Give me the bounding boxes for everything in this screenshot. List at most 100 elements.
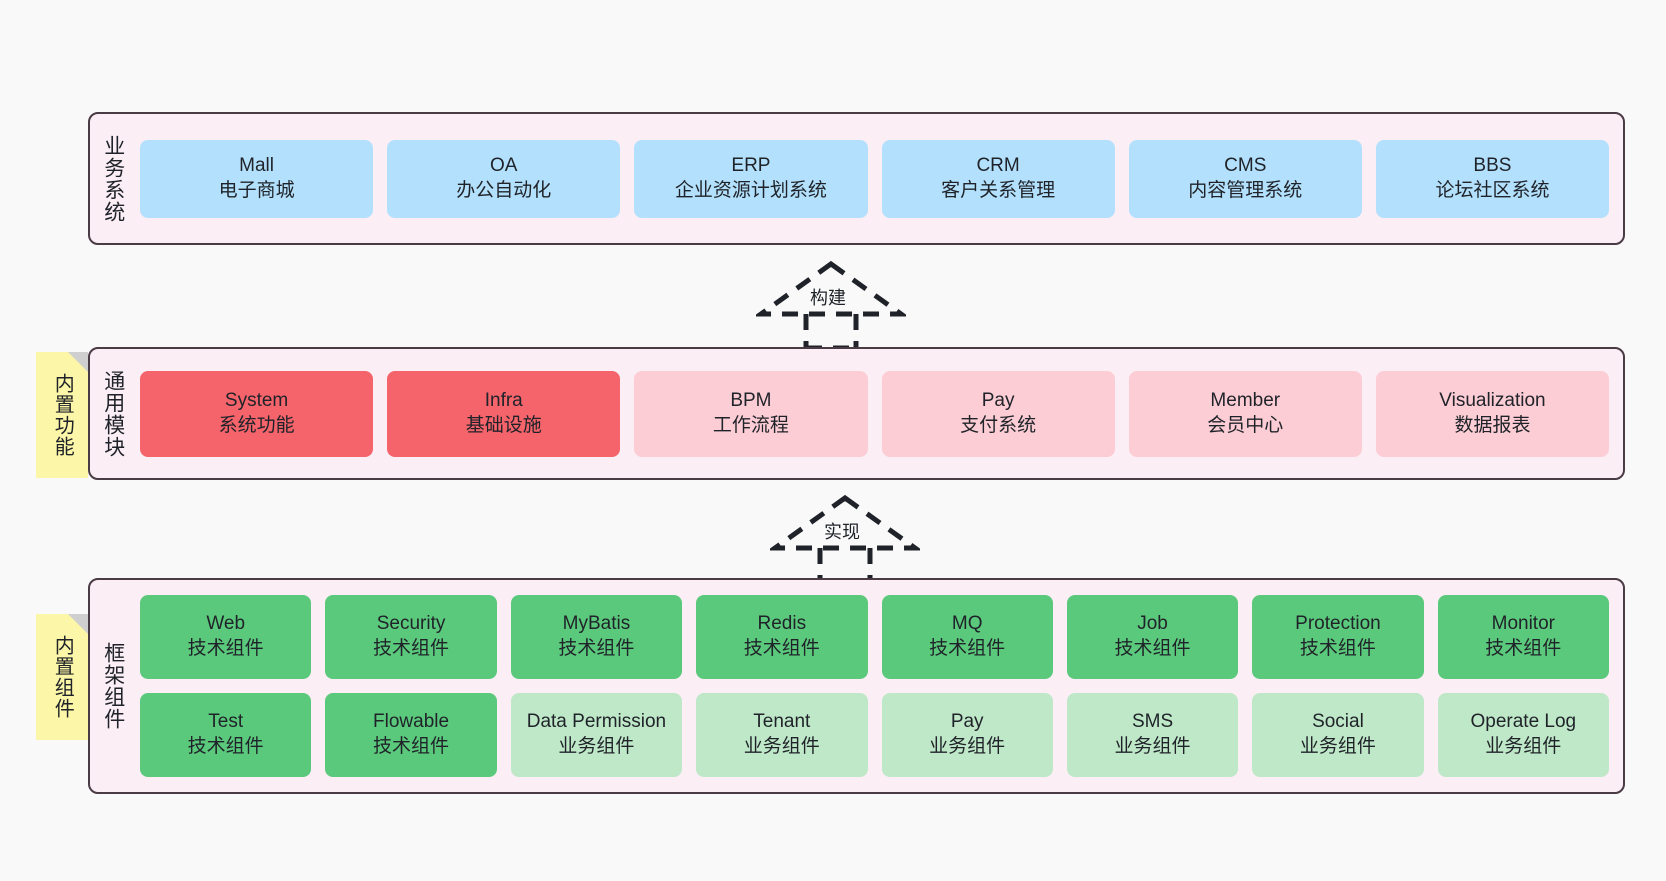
- card-subtitle: 内容管理系统: [1188, 179, 1303, 201]
- business-card-bbs[interactable]: BBS 论坛社区系统: [1375, 139, 1610, 218]
- module-card-visualization[interactable]: Visualization 数据报表: [1375, 370, 1610, 457]
- framework-card-monitor[interactable]: Monitor 技术组件: [1437, 595, 1609, 679]
- framework-card-mq[interactable]: MQ 技术组件: [881, 595, 1053, 679]
- card-title: Data Permission: [526, 711, 667, 733]
- card-subtitle: 工作流程: [712, 414, 789, 436]
- framework-card-sms[interactable]: SMS 业务组件: [1066, 693, 1239, 777]
- card-subtitle: 技术组件: [1299, 638, 1376, 659]
- connector-implement-label: 实现: [822, 518, 862, 544]
- module-card-system[interactable]: System 系统功能: [140, 370, 374, 457]
- card-title: ERP: [731, 154, 771, 176]
- framework-card-security[interactable]: Security 技术组件: [325, 595, 497, 679]
- card-subtitle: 办公自动化: [456, 179, 552, 201]
- framework-card-pay[interactable]: Pay 业务组件: [881, 693, 1053, 777]
- card-title: Member: [1210, 389, 1281, 411]
- card-subtitle: 论坛社区系统: [1435, 179, 1550, 201]
- note-builtin-function: 内置功能: [36, 352, 88, 478]
- card-subtitle: 技术组件: [373, 736, 450, 757]
- card-subtitle: 支付系统: [960, 414, 1037, 436]
- card-title: Pay: [950, 711, 984, 733]
- card-subtitle: 业务组件: [1485, 736, 1562, 757]
- note-builtin-function-label: 内置功能: [51, 373, 74, 457]
- framework-component-cards: Web 技术组件 Security 技术组件 MyBatis 技术组件 Redi…: [136, 580, 1623, 792]
- card-subtitle: 客户关系管理: [941, 179, 1056, 201]
- note-fold-icon: [68, 352, 88, 372]
- card-subtitle: 业务组件: [558, 736, 635, 757]
- framework-card-flowable[interactable]: Flowable 技术组件: [325, 693, 497, 777]
- card-title: CMS: [1224, 154, 1267, 176]
- framework-card-web[interactable]: Web 技术组件: [140, 595, 312, 679]
- common-module-layer-label: 通用模块: [101, 369, 125, 458]
- module-card-bpm[interactable]: BPM 工作流程: [634, 370, 868, 457]
- business-card-oa[interactable]: OA 办公自动化: [387, 139, 621, 218]
- card-title: Protection: [1295, 613, 1381, 635]
- business-system-cards: Mall 电子商城 OA 办公自动化 ERP 企业资源计划系统 CRM 客户关系…: [136, 114, 1623, 243]
- card-title: SMS: [1131, 711, 1174, 733]
- card-title: Mall: [239, 154, 274, 176]
- card-subtitle: 技术组件: [1485, 638, 1562, 659]
- business-card-crm[interactable]: CRM 客户关系管理: [881, 139, 1115, 218]
- card-title: Monitor: [1491, 613, 1555, 635]
- card-subtitle: 技术组件: [743, 638, 820, 659]
- module-card-pay[interactable]: Pay 支付系统: [881, 370, 1115, 457]
- card-subtitle: 技术组件: [929, 638, 1006, 659]
- card-title: Tenant: [753, 711, 811, 733]
- business-card-cms[interactable]: CMS 内容管理系统: [1128, 139, 1362, 218]
- common-module-layer: 通用模块 System 系统功能 Infra 基础设施 BPM 工作流程 Pay…: [88, 347, 1625, 480]
- note-fold-icon: [68, 614, 88, 634]
- business-system-layer-label: 业务系统: [101, 134, 125, 223]
- framework-card-data-permission[interactable]: Data Permission 业务组件: [510, 693, 683, 777]
- card-title: Web: [206, 613, 246, 635]
- card-title: CRM: [976, 154, 1020, 176]
- framework-row-tech: Web 技术组件 Security 技术组件 MyBatis 技术组件 Redi…: [140, 595, 1609, 679]
- business-card-mall[interactable]: Mall 电子商城: [140, 139, 374, 218]
- connector-implement: 实现: [767, 492, 923, 585]
- framework-card-test[interactable]: Test 技术组件: [140, 693, 312, 777]
- card-title: Operate Log: [1470, 711, 1577, 733]
- card-title: Test: [208, 711, 244, 733]
- business-system-layer: 业务系统 Mall 电子商城 OA 办公自动化 ERP 企业资源计划系统 CRM…: [88, 112, 1625, 245]
- framework-card-mybatis[interactable]: MyBatis 技术组件: [510, 595, 683, 679]
- framework-card-protection[interactable]: Protection 技术组件: [1252, 595, 1424, 679]
- framework-row-biz: Test 技术组件 Flowable 技术组件 Data Permission …: [140, 693, 1609, 777]
- card-subtitle: 技术组件: [558, 638, 635, 659]
- common-module-cards: System 系统功能 Infra 基础设施 BPM 工作流程 Pay 支付系统…: [136, 349, 1623, 478]
- framework-card-operate-log[interactable]: Operate Log 业务组件: [1437, 693, 1609, 777]
- card-subtitle: 业务组件: [743, 736, 820, 757]
- card-title: Flowable: [373, 711, 450, 733]
- card-subtitle: 技术组件: [187, 638, 264, 659]
- card-title: BBS: [1473, 154, 1512, 176]
- connector-build: 构建: [753, 258, 909, 351]
- card-subtitle: 基础设施: [465, 414, 542, 436]
- card-subtitle: 电子商城: [218, 179, 295, 201]
- connector-build-label: 构建: [808, 284, 848, 310]
- module-card-member[interactable]: Member 会员中心: [1128, 370, 1362, 457]
- framework-card-job[interactable]: Job 技术组件: [1066, 595, 1239, 679]
- card-subtitle: 业务组件: [929, 736, 1006, 757]
- card-title: MyBatis: [562, 613, 631, 635]
- card-title: Visualization: [1439, 389, 1546, 411]
- card-title: Security: [376, 613, 446, 635]
- business-card-erp[interactable]: ERP 企业资源计划系统: [634, 139, 868, 218]
- note-builtin-component: 内置组件: [36, 614, 88, 740]
- card-title: Social: [1312, 711, 1364, 733]
- card-title: System: [224, 389, 289, 411]
- framework-card-tenant[interactable]: Tenant 业务组件: [696, 693, 868, 777]
- card-subtitle: 业务组件: [1114, 736, 1191, 757]
- framework-component-layer-label: 框架组件: [101, 642, 125, 730]
- card-title: Redis: [757, 613, 807, 635]
- framework-card-social[interactable]: Social 业务组件: [1252, 693, 1424, 777]
- framework-card-redis[interactable]: Redis 技术组件: [696, 595, 868, 679]
- card-title: Job: [1137, 613, 1168, 635]
- card-title: Pay: [981, 389, 1015, 411]
- card-subtitle: 系统功能: [218, 414, 295, 436]
- card-title: MQ: [951, 613, 983, 635]
- card-subtitle: 数据报表: [1454, 414, 1531, 436]
- card-title: Infra: [484, 389, 523, 411]
- card-subtitle: 会员中心: [1207, 414, 1284, 436]
- module-card-infra[interactable]: Infra 基础设施: [387, 370, 621, 457]
- card-title: BPM: [730, 389, 772, 411]
- framework-component-layer: 框架组件 Web 技术组件 Security 技术组件 MyBatis 技术组件…: [88, 578, 1625, 794]
- note-builtin-component-label: 内置组件: [51, 635, 74, 719]
